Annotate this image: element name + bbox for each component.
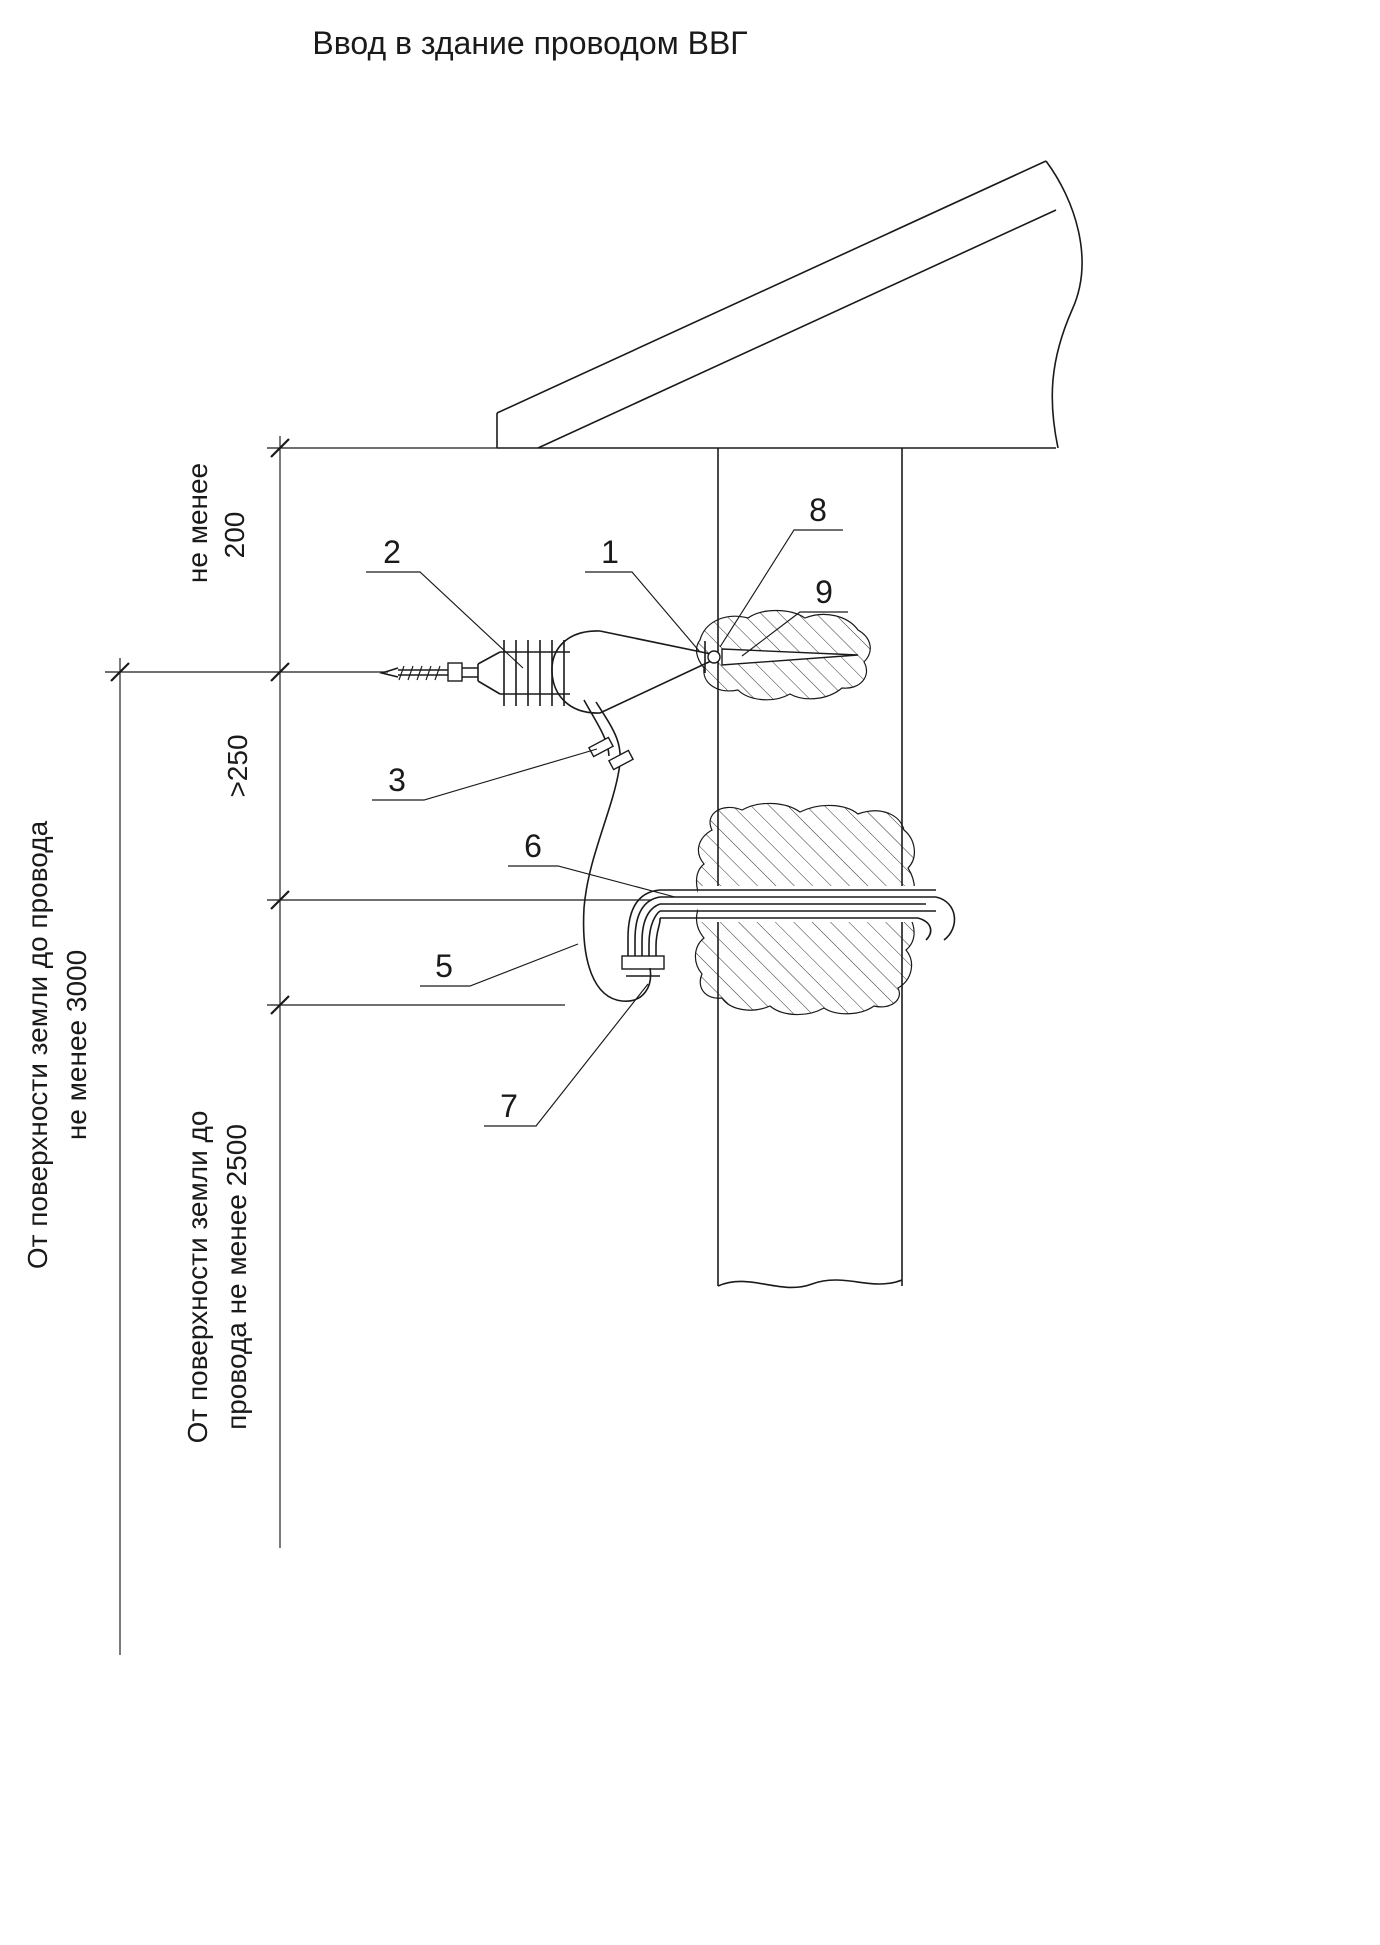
dimension-ticks [110,438,290,1015]
dim-200-line1: не менее [182,463,213,583]
callout-1: 1 [585,534,701,653]
hook-bolt [707,650,721,664]
callout-2: 2 [366,534,524,669]
wire-binding [398,665,441,681]
insulator-assembly [379,630,712,714]
conduit-inner-end [935,896,956,941]
roof-break-line [1045,160,1083,449]
dim-3000-line2: не менее 3000 [61,950,92,1140]
dimension-lines [105,436,652,1655]
dim-250: >250 [222,734,253,797]
dim-2500-line2: провода не менее 2500 [221,1124,252,1430]
clamp-taper [477,651,501,695]
callout-6-label: 6 [524,828,542,864]
roof [496,160,1083,449]
conduit-bushing [621,955,665,970]
entry-conduit [621,889,956,977]
callout-6: 6 [508,828,676,898]
callout-2-label: 2 [383,534,401,570]
wall-break-line [717,1279,903,1289]
drip-loop-cable [582,699,652,1002]
suspension-loop [551,630,712,714]
callout-3-label: 3 [388,762,406,798]
callout-7: 7 [484,983,649,1127]
wall-hatch-lower [694,802,916,1016]
dimension-labels: не менее 200 >250 От поверхности земли д… [22,463,253,1444]
dim-3000-line1: От поверхности земли до провода [22,820,53,1269]
drawing-title: Ввод в здание проводом ВВГ [312,25,747,61]
callout-8-label: 8 [809,492,827,528]
callout-9-label: 9 [815,574,833,610]
dim-2500-line1: От поверхности земли до [182,1111,213,1444]
anchor-hook [704,641,859,673]
callout-9: 9 [741,574,848,657]
callouts: 2 1 8 9 3 6 5 7 [366,492,848,1127]
callout-3: 3 [372,748,598,801]
wall-anchor-spike [721,648,859,666]
cable-ferrules [587,736,635,771]
wire-end [379,667,399,678]
insulator-fins [500,640,570,706]
callout-7-label: 7 [500,1088,518,1124]
callout-5-label: 5 [435,948,453,984]
wire-fitting [447,662,463,682]
callout-8: 8 [719,492,843,648]
dim-200-line2: 200 [219,512,250,559]
callout-5: 5 [420,943,579,987]
callout-1-label: 1 [601,534,619,570]
